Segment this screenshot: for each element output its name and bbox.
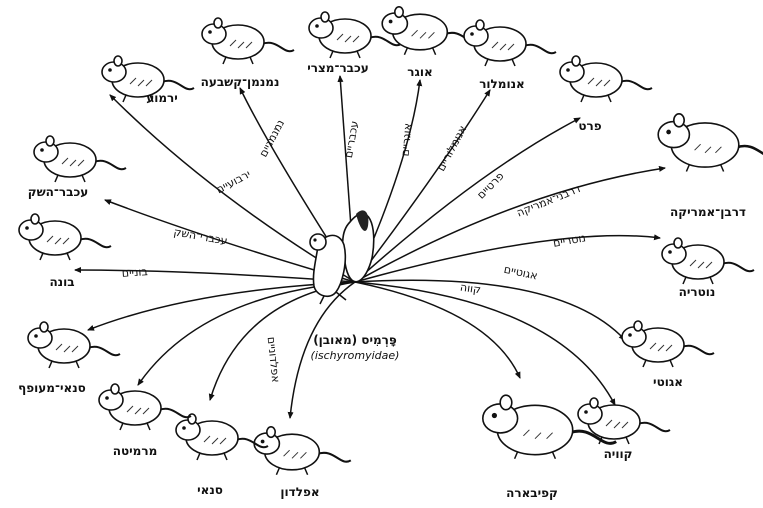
animal-figure-aguti [622, 321, 714, 367]
edge-aguti [355, 280, 625, 340]
animal-label-bonah: בונה [49, 275, 74, 289]
animal-label-yarmoa: ירמוע [146, 91, 178, 105]
animal-label-kapibara: קפיבארה [506, 486, 558, 500]
animal-label-nutria: נוטריה [679, 285, 716, 299]
edge-label-achbar-hasak: עכברי־השק [173, 225, 229, 247]
edge-kapibara [355, 282, 520, 378]
edge-label-ogar: אוגריים [399, 123, 415, 157]
edge-label-yarmoa: ירבועיים [214, 167, 253, 196]
animal-label-paret: פרט [578, 119, 601, 133]
animal-figure-namnemanim [202, 18, 294, 64]
edge-label-kavia: קווה [459, 281, 482, 297]
edge-label-apaldon: אפלדוניים [265, 336, 283, 383]
animal-figure-marmita [99, 384, 191, 430]
center-label-latin: (ischyromyidae) [311, 349, 400, 362]
animal-label-anomalur: אנומלור [479, 77, 525, 91]
edge-label-paret: פרטיים [474, 169, 506, 201]
edge-label-anomalur: אנומלוריים [434, 123, 469, 173]
animal-figure-darban-america [658, 114, 763, 172]
animal-label-ogar: אוגר [407, 65, 432, 79]
animal-figure-achbar-hasak [34, 136, 126, 182]
animal-label-apaldon: אפלדון [280, 485, 319, 499]
animal-figure-bonah [19, 214, 111, 260]
animal-figure-kavia [578, 398, 670, 444]
animal-label-marmita: מרמיטה [113, 444, 158, 458]
center-label-hebrew: פָּרְמִיס (מאובן) [313, 333, 397, 348]
ancestor-squirrel-figure [310, 210, 374, 304]
edge-label-namnemanim: נמנמניים [257, 117, 287, 159]
animal-label-kavia: קוויה [604, 447, 633, 461]
edge-label-nutria: נוטריים [552, 231, 587, 250]
edge-label-bonah: בוניים [121, 265, 148, 280]
animal-figure-nutria [662, 238, 754, 284]
animal-label-darban-america: דרבן־אמריקה [670, 205, 746, 219]
animal-figure-snai [176, 414, 268, 460]
animal-figure-ogar [382, 7, 479, 55]
animal-label-achbar-hasak: עכבר־השק [28, 185, 89, 199]
animal-label-aguti: אגוטי [653, 375, 683, 389]
edge-label-darban-america: דרבני־אמריקה [515, 182, 583, 219]
animal-figure-snai-meofef [28, 322, 120, 368]
animal-label-achbar-mitzri: עכבר־מצרי [307, 61, 369, 75]
animal-figure-apaldon [254, 427, 351, 475]
edge-label-achbar-mitzri: עכבריים [342, 120, 361, 159]
animal-label-namnemanim: נמנמן־קשבעה [201, 75, 280, 89]
animal-figure-paret [560, 56, 652, 102]
animal-label-snai-meofef: סנאי־מעופף [18, 381, 86, 395]
animal-figure-anomalur [464, 20, 556, 66]
edge-label-aguti: אגוטיים [503, 263, 539, 283]
animal-label-snai: סנאי [197, 483, 223, 497]
